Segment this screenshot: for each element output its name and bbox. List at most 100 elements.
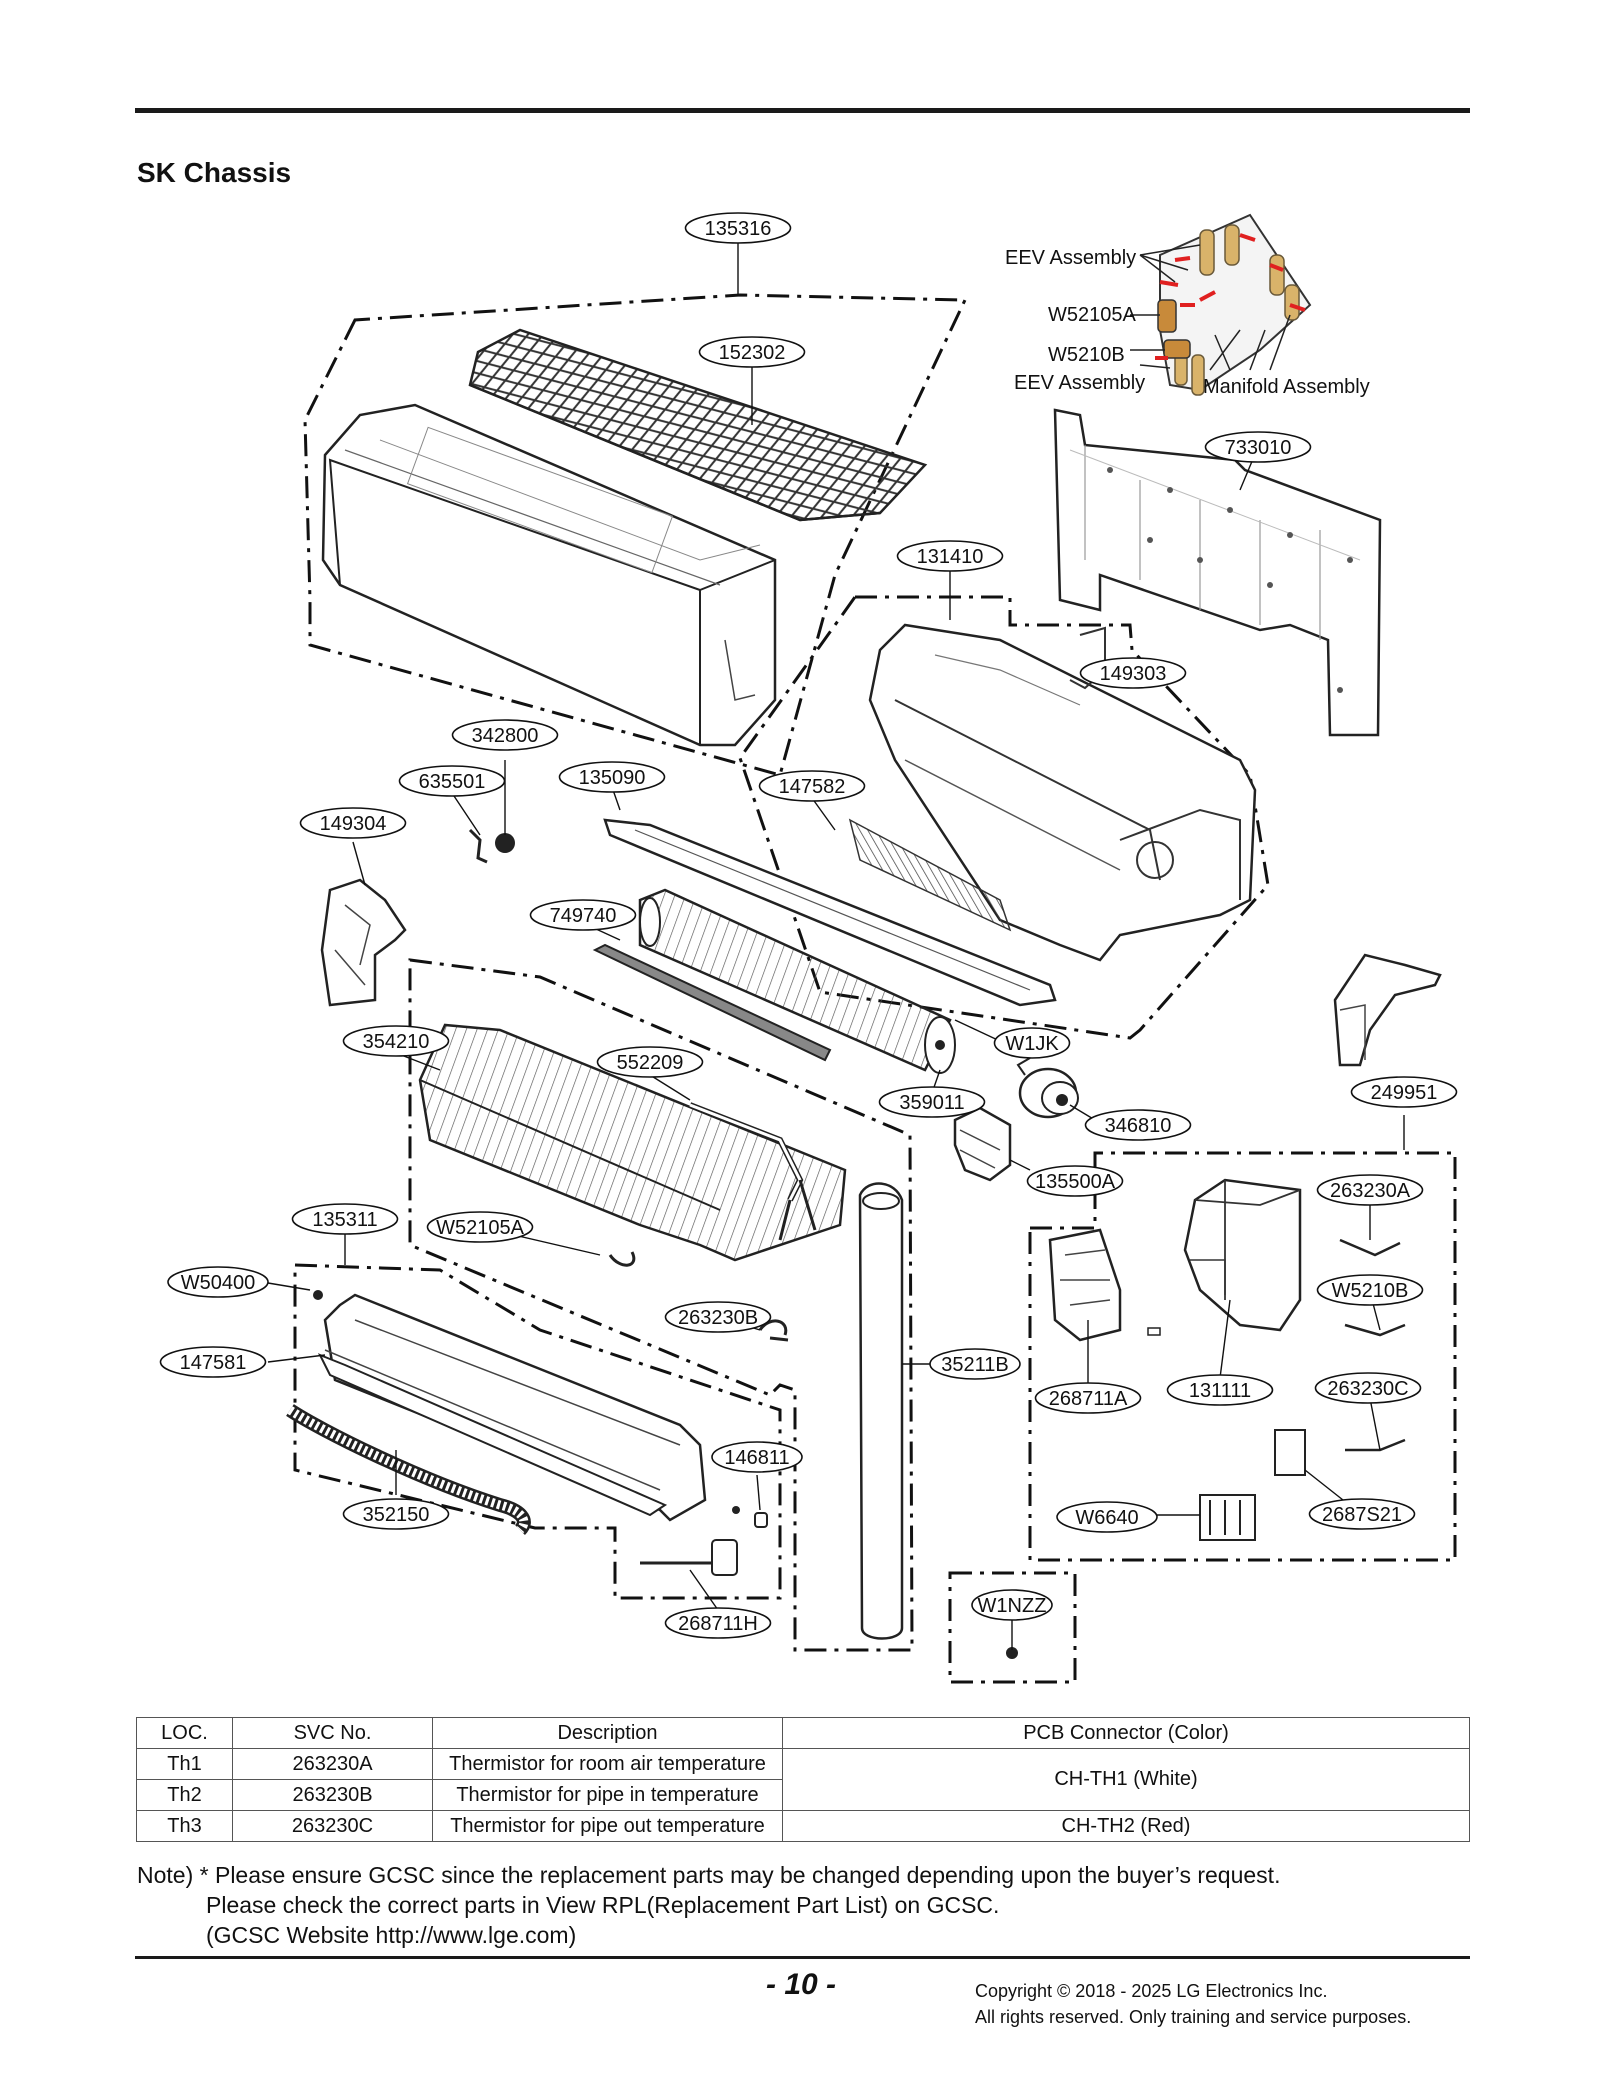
display-parts [640, 1506, 768, 1576]
bottom-rule [135, 1956, 1470, 1959]
callout-text: 268711H [678, 1613, 758, 1635]
pcb-assembly [1006, 1178, 1406, 1659]
annotation-manifold-assembly: Manifold Assembly [1203, 376, 1370, 398]
callout-text: W52105A [436, 1217, 524, 1239]
callout-135500a: 135500A [1026, 1165, 1124, 1197]
callout-text: 749740 [550, 905, 617, 927]
callout-text: 131410 [917, 546, 984, 568]
note-line-2: Please check the correct parts in View R… [206, 1892, 1000, 1918]
callout-135311: 135311 [291, 1203, 399, 1235]
callout-bubble [698, 336, 806, 368]
control-box-cover [1333, 953, 1442, 1067]
callout-bubble [426, 1211, 534, 1243]
callout-135090: 135090 [558, 761, 666, 793]
group-outlines [293, 293, 1457, 1684]
callout-text: 552209 [617, 1052, 684, 1074]
motor-holder [953, 1106, 1012, 1182]
header-loc: LOC. [136, 1717, 233, 1749]
callout-131111: 131111 [1166, 1374, 1274, 1406]
callout-text: 263230B [678, 1307, 758, 1329]
installation-plate [1053, 408, 1382, 737]
thermistor-table: LOC. SVC No. Description PCB Connector (… [136, 1717, 1470, 1842]
callout-text: W1JK [1005, 1033, 1059, 1055]
copyright-line-1: Copyright © 2018 - 2025 LG Electronics I… [975, 1981, 1328, 2001]
callout-bubble [167, 1266, 269, 1298]
cross-flow-fan [638, 888, 956, 1074]
callout-text: 147581 [180, 1352, 247, 1374]
annotation-w5210b: W5210B [1048, 344, 1125, 366]
callout-346810: 346810 [1084, 1109, 1192, 1141]
callout-text: 249951 [1371, 1082, 1438, 1104]
callout-w1jk: W1JK [993, 1027, 1071, 1059]
callout-bubble [929, 1348, 1021, 1380]
cell-description: Thermistor for room air temperature [432, 1748, 783, 1780]
table-row: Th2 263230B Thermistor for pipe in tempe… [136, 1779, 1470, 1811]
callout-text: 135311 [312, 1209, 377, 1231]
callout-labels: 1353161523027330101314101493033428006355… [159, 212, 1458, 1639]
callout-bubble [758, 770, 866, 802]
cell-connector-th1: CH-TH1 (White) [782, 1748, 1470, 1811]
callout-text: 2687S21 [1322, 1504, 1402, 1526]
callout-text: 346810 [1105, 1115, 1172, 1137]
callout-bubble [1034, 1382, 1142, 1414]
note-line-3: (GCSC Website http://www.lge.com) [206, 1922, 577, 1948]
callout-bubble [291, 1203, 399, 1235]
cell-loc: Th3 [136, 1810, 233, 1842]
cell-svc-no: 263230C [232, 1810, 433, 1842]
callout-bubble [993, 1027, 1071, 1059]
callout-bubble [1204, 431, 1312, 463]
copyright: Copyright © 2018 - 2025 LG Electronics I… [975, 1978, 1411, 2030]
callout-bubble [1316, 1274, 1424, 1306]
note-block: Note) * Please ensure GCSC since the rep… [137, 1860, 1280, 1950]
callout-bubble [664, 1301, 772, 1333]
callout-bubble [299, 807, 407, 839]
callout-w1nzz: W1NZZ [971, 1589, 1053, 1621]
connector-w5210b [758, 1319, 789, 1342]
callout-bubble [398, 765, 506, 797]
top-rule [135, 108, 1470, 113]
callout-text: 263230C [1327, 1378, 1408, 1400]
callout-bubble [1079, 657, 1187, 689]
cell-loc: Th1 [136, 1748, 233, 1780]
callout-352150: 352150 [342, 1498, 450, 1530]
callout-text: W50400 [181, 1272, 256, 1294]
header-svc-no: SVC No. [232, 1717, 433, 1749]
callout-bubble [159, 1346, 267, 1378]
page-number: - 10 - [766, 1968, 837, 2001]
header-pcb-connector: PCB Connector (Color) [782, 1717, 1470, 1749]
callout-749740: 749740 [529, 899, 637, 931]
grille-filter [468, 328, 928, 522]
fan-motor [1016, 1057, 1079, 1119]
callout-bubble [878, 1086, 986, 1118]
callout-bubble [451, 719, 559, 751]
callout-text: 146811 [724, 1447, 789, 1469]
callout-359011: 359011 [878, 1086, 986, 1118]
drain-hose [286, 1404, 531, 1535]
callout-bubble [596, 1046, 704, 1078]
callout-text: 149304 [320, 813, 387, 835]
callout-text: W5210B [1332, 1280, 1409, 1302]
callout-text: 135316 [705, 218, 772, 240]
callout-bubble [684, 212, 792, 244]
callout-268711h: 268711H [664, 1607, 772, 1639]
callout-263230b: 263230B [664, 1301, 772, 1333]
callout-text: 149303 [1100, 663, 1167, 685]
callout-bubble [1056, 1501, 1158, 1533]
callout-text: 152302 [719, 342, 786, 364]
table-header-row: LOC. SVC No. Description PCB Connector (… [136, 1717, 1470, 1749]
callout-text: 342800 [472, 725, 539, 747]
callout-text: 268711A [1049, 1388, 1128, 1410]
callout-w50400: W50400 [167, 1266, 269, 1298]
evaporator [418, 1023, 847, 1262]
callout-147581: 147581 [159, 1346, 267, 1378]
callout-249951: 249951 [1350, 1076, 1458, 1108]
note-line-1: Note) * Please ensure GCSC since the rep… [137, 1862, 1281, 1888]
cell-svc-no: 263230B [232, 1779, 433, 1811]
callout-bubble [664, 1607, 772, 1639]
insulated-pipe [858, 1182, 904, 1640]
cell-svc-no: 263230A [232, 1748, 433, 1780]
callout-bubble [1166, 1374, 1274, 1406]
callout-263230a: 263230A [1316, 1174, 1424, 1206]
callout-text: 354210 [363, 1031, 430, 1053]
callout-bubble [342, 1025, 450, 1057]
